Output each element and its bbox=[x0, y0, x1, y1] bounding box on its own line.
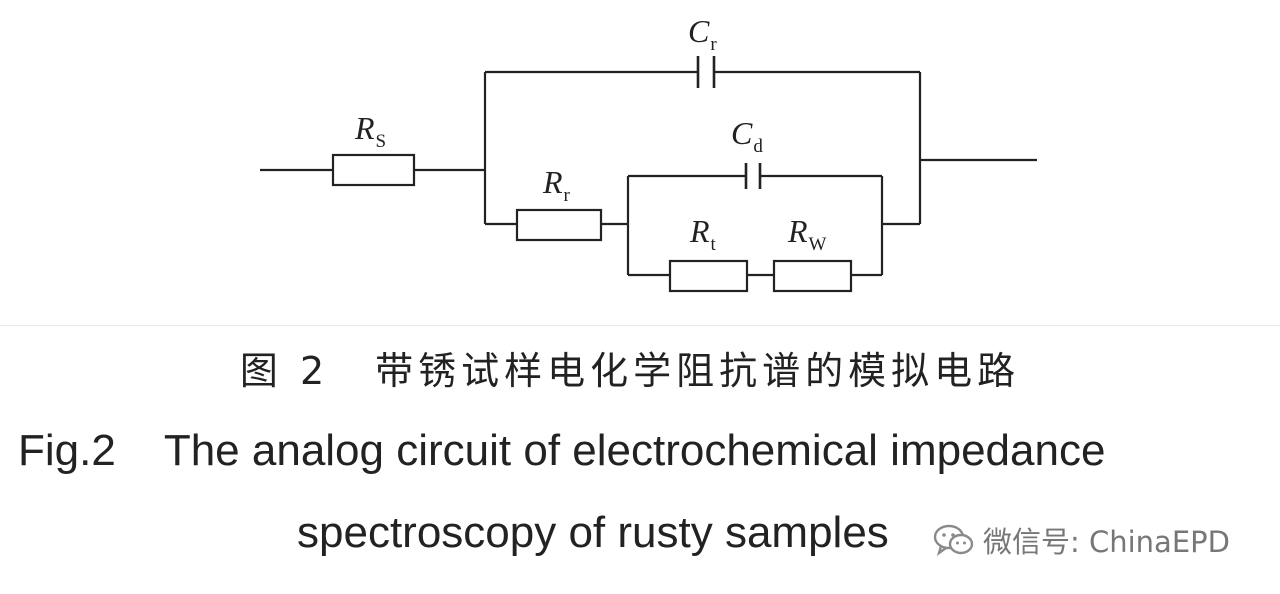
caption-english-number: Fig.2 bbox=[18, 426, 116, 475]
resistor-rt bbox=[668, 259, 749, 293]
label-cd: Cd bbox=[731, 115, 763, 157]
label-rs: RS bbox=[354, 110, 386, 152]
watermark-text: 微信号: ChinaEPD bbox=[983, 525, 1230, 559]
label-rr: Rr bbox=[542, 164, 571, 206]
watermark: 微信号: ChinaEPD bbox=[925, 520, 1236, 560]
caption-chinese: 图 2 带锈试样电化学阻抗谱的模拟电路 bbox=[0, 340, 1260, 395]
caption-divider bbox=[0, 325, 1280, 326]
label-rt: Rt bbox=[689, 213, 717, 255]
caption-english-line1: Fig.2 The analog circuit of electrochemic… bbox=[18, 426, 1105, 476]
label-rw: RW bbox=[787, 213, 827, 255]
caption-english-text-line1: The analog circuit of electrochemical im… bbox=[163, 426, 1106, 475]
label-cr: Cr bbox=[688, 13, 717, 55]
resistor-rw bbox=[772, 259, 853, 293]
caption-chinese-number: 图 2 bbox=[239, 349, 330, 393]
caption-english-line2: spectroscopy of rusty samples bbox=[297, 508, 889, 557]
caption-chinese-text: 带锈试样电化学阻抗谱的模拟电路 bbox=[375, 349, 1021, 393]
resistor-rr bbox=[515, 208, 603, 242]
circuit-diagram: RS Cr Rr Cd Rt RW bbox=[260, 13, 1037, 293]
resistor-rs bbox=[331, 153, 416, 187]
wechat-icon bbox=[933, 524, 974, 556]
